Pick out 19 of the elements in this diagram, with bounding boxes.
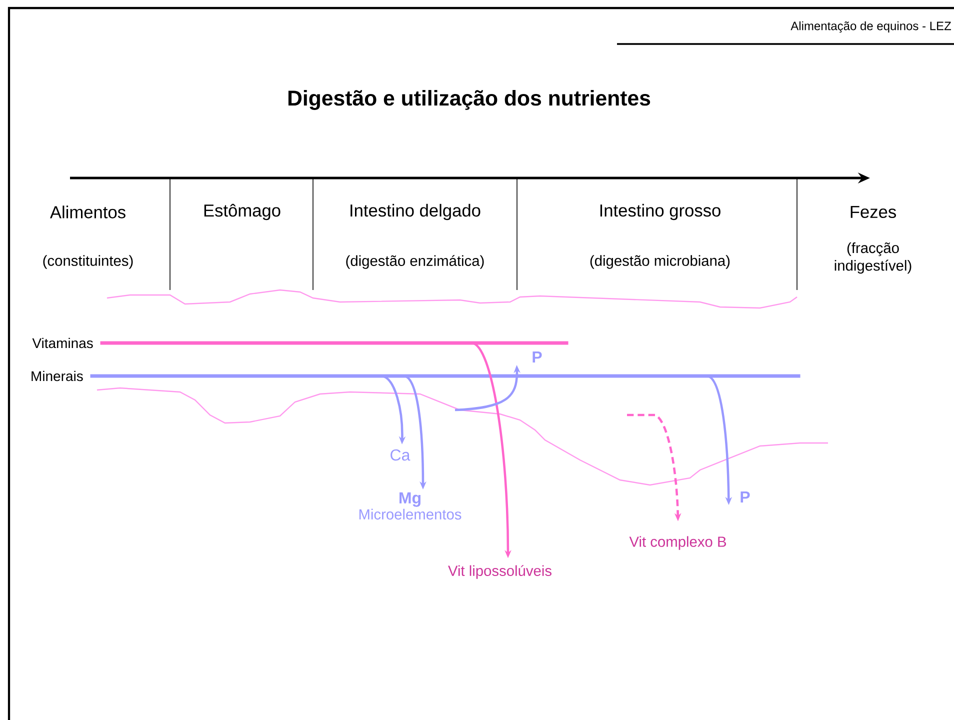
element-label: P xyxy=(740,492,750,502)
element-label: Mg Microelementos xyxy=(359,492,462,520)
element-label: P xyxy=(532,352,542,362)
row-label: Minerais xyxy=(32,370,83,382)
column-heading: Alimentos xyxy=(50,206,126,218)
vitamin-label: Vit lipossolúveis xyxy=(448,565,552,579)
vitamin-label: Vit complexo B xyxy=(629,536,726,550)
column-heading: Intestino delgado xyxy=(350,204,480,220)
column-subtitle: (digestão microbiana) xyxy=(590,255,730,269)
header-text: Alimentação de equinos - LEZ xyxy=(790,21,951,33)
element-label: Ca xyxy=(390,449,410,461)
title: Digestão e utilização dos nutrientes xyxy=(288,90,650,110)
column-subtitle: (digestão enzimática) xyxy=(346,255,484,269)
row-label: Vitaminas xyxy=(32,338,93,348)
column-heading: Intestino grosso xyxy=(600,204,720,220)
column-subtitle: (fracção indigestível) xyxy=(834,242,912,274)
column-heading: Fezes xyxy=(850,206,896,218)
column-heading: Estômago xyxy=(204,204,280,220)
column-subtitle: (constituintes) xyxy=(43,255,133,269)
